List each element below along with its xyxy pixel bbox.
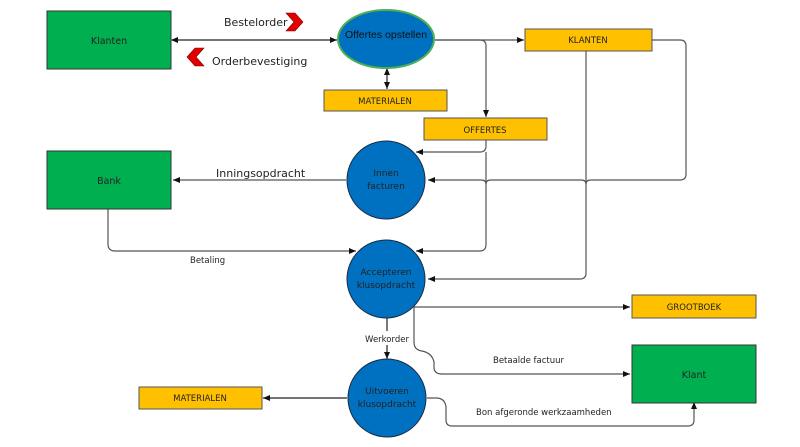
datastore-materialen-top[interactable]: MATERIALEN bbox=[323, 89, 448, 112]
process-accepteren-line2: klusopdracht bbox=[357, 281, 416, 291]
flow-label-betaalde-factuur: Betaalde factuur bbox=[493, 356, 564, 366]
entity-klant-label: Klant bbox=[682, 370, 707, 381]
chevron-right-icon bbox=[285, 12, 304, 32]
process-uitvoeren-klusopdracht[interactable]: Uitvoeren klusopdracht bbox=[347, 358, 427, 438]
datastore-materialen-bottom-label: MATERIALEN bbox=[173, 394, 227, 404]
process-innen-line2: facturen bbox=[367, 182, 405, 192]
datastore-offertes[interactable]: OFFERTES bbox=[423, 117, 548, 141]
datastore-grootboek[interactable]: GROOTBOEK bbox=[631, 294, 757, 319]
process-accepteren-klusopdracht[interactable]: Accepteren klusopdracht bbox=[346, 239, 426, 319]
process-uitvoeren-line1: Uitvoeren bbox=[365, 387, 409, 397]
flow-accepteren-klant bbox=[413, 307, 630, 377]
werkorder-label-bg bbox=[362, 331, 412, 345]
datastore-klanten-label: KLANTEN bbox=[568, 36, 608, 46]
datastore-materialen-bottom[interactable]: MATERIALEN bbox=[138, 386, 263, 410]
flow-klanten-store-accepteren bbox=[428, 51, 587, 282]
flow-offertes-store-innen bbox=[416, 118, 487, 155]
process-uitvoeren-line2: klusopdracht bbox=[358, 400, 417, 410]
entity-bank[interactable]: Bank bbox=[46, 150, 172, 210]
flow-label-bestelorder: Bestelorder bbox=[224, 16, 288, 29]
flow-offertes-store-accepteren bbox=[416, 152, 487, 254]
flow-uitvoeren-klant bbox=[427, 397, 697, 427]
chevron-left-icon bbox=[186, 47, 205, 67]
flow-label-inningsopdracht: Inningsopdracht bbox=[216, 167, 306, 180]
flow-bank-accepteren bbox=[107, 209, 356, 254]
datastore-klanten[interactable]: KLANTEN bbox=[524, 28, 653, 52]
entity-klanten[interactable]: Klanten bbox=[46, 10, 172, 70]
process-offertes-opstellen-label: Offertes opstellen bbox=[345, 29, 427, 41]
entity-klant[interactable]: Klant bbox=[631, 344, 757, 404]
entity-klanten-label: Klanten bbox=[91, 36, 127, 47]
datastore-offertes-label: OFFERTES bbox=[463, 126, 506, 136]
process-accepteren-line1: Accepteren bbox=[361, 268, 412, 278]
datastore-materialen-top-label: MATERIALEN bbox=[358, 97, 412, 107]
flow-label-betaling: Betaling bbox=[190, 256, 225, 266]
flow-label-orderbevestiging: Orderbevestiging bbox=[212, 55, 307, 68]
process-offertes-opstellen[interactable]: Offertes opstellen bbox=[337, 9, 435, 69]
flow-label-werkorder: Werkorder bbox=[365, 335, 409, 345]
flow-label-bon-afgeronde: Bon afgeronde werkzaamheden bbox=[476, 408, 612, 418]
entity-bank-label: Bank bbox=[97, 176, 121, 187]
flow-klanten-store-innen bbox=[428, 39, 687, 185]
flow-offertes-offertes-store bbox=[435, 39, 489, 117]
process-innen-line1: Innen bbox=[373, 169, 398, 179]
process-innen-facturen[interactable]: Innen facturen bbox=[346, 140, 426, 220]
datastore-grootboek-label: GROOTBOEK bbox=[667, 303, 722, 313]
